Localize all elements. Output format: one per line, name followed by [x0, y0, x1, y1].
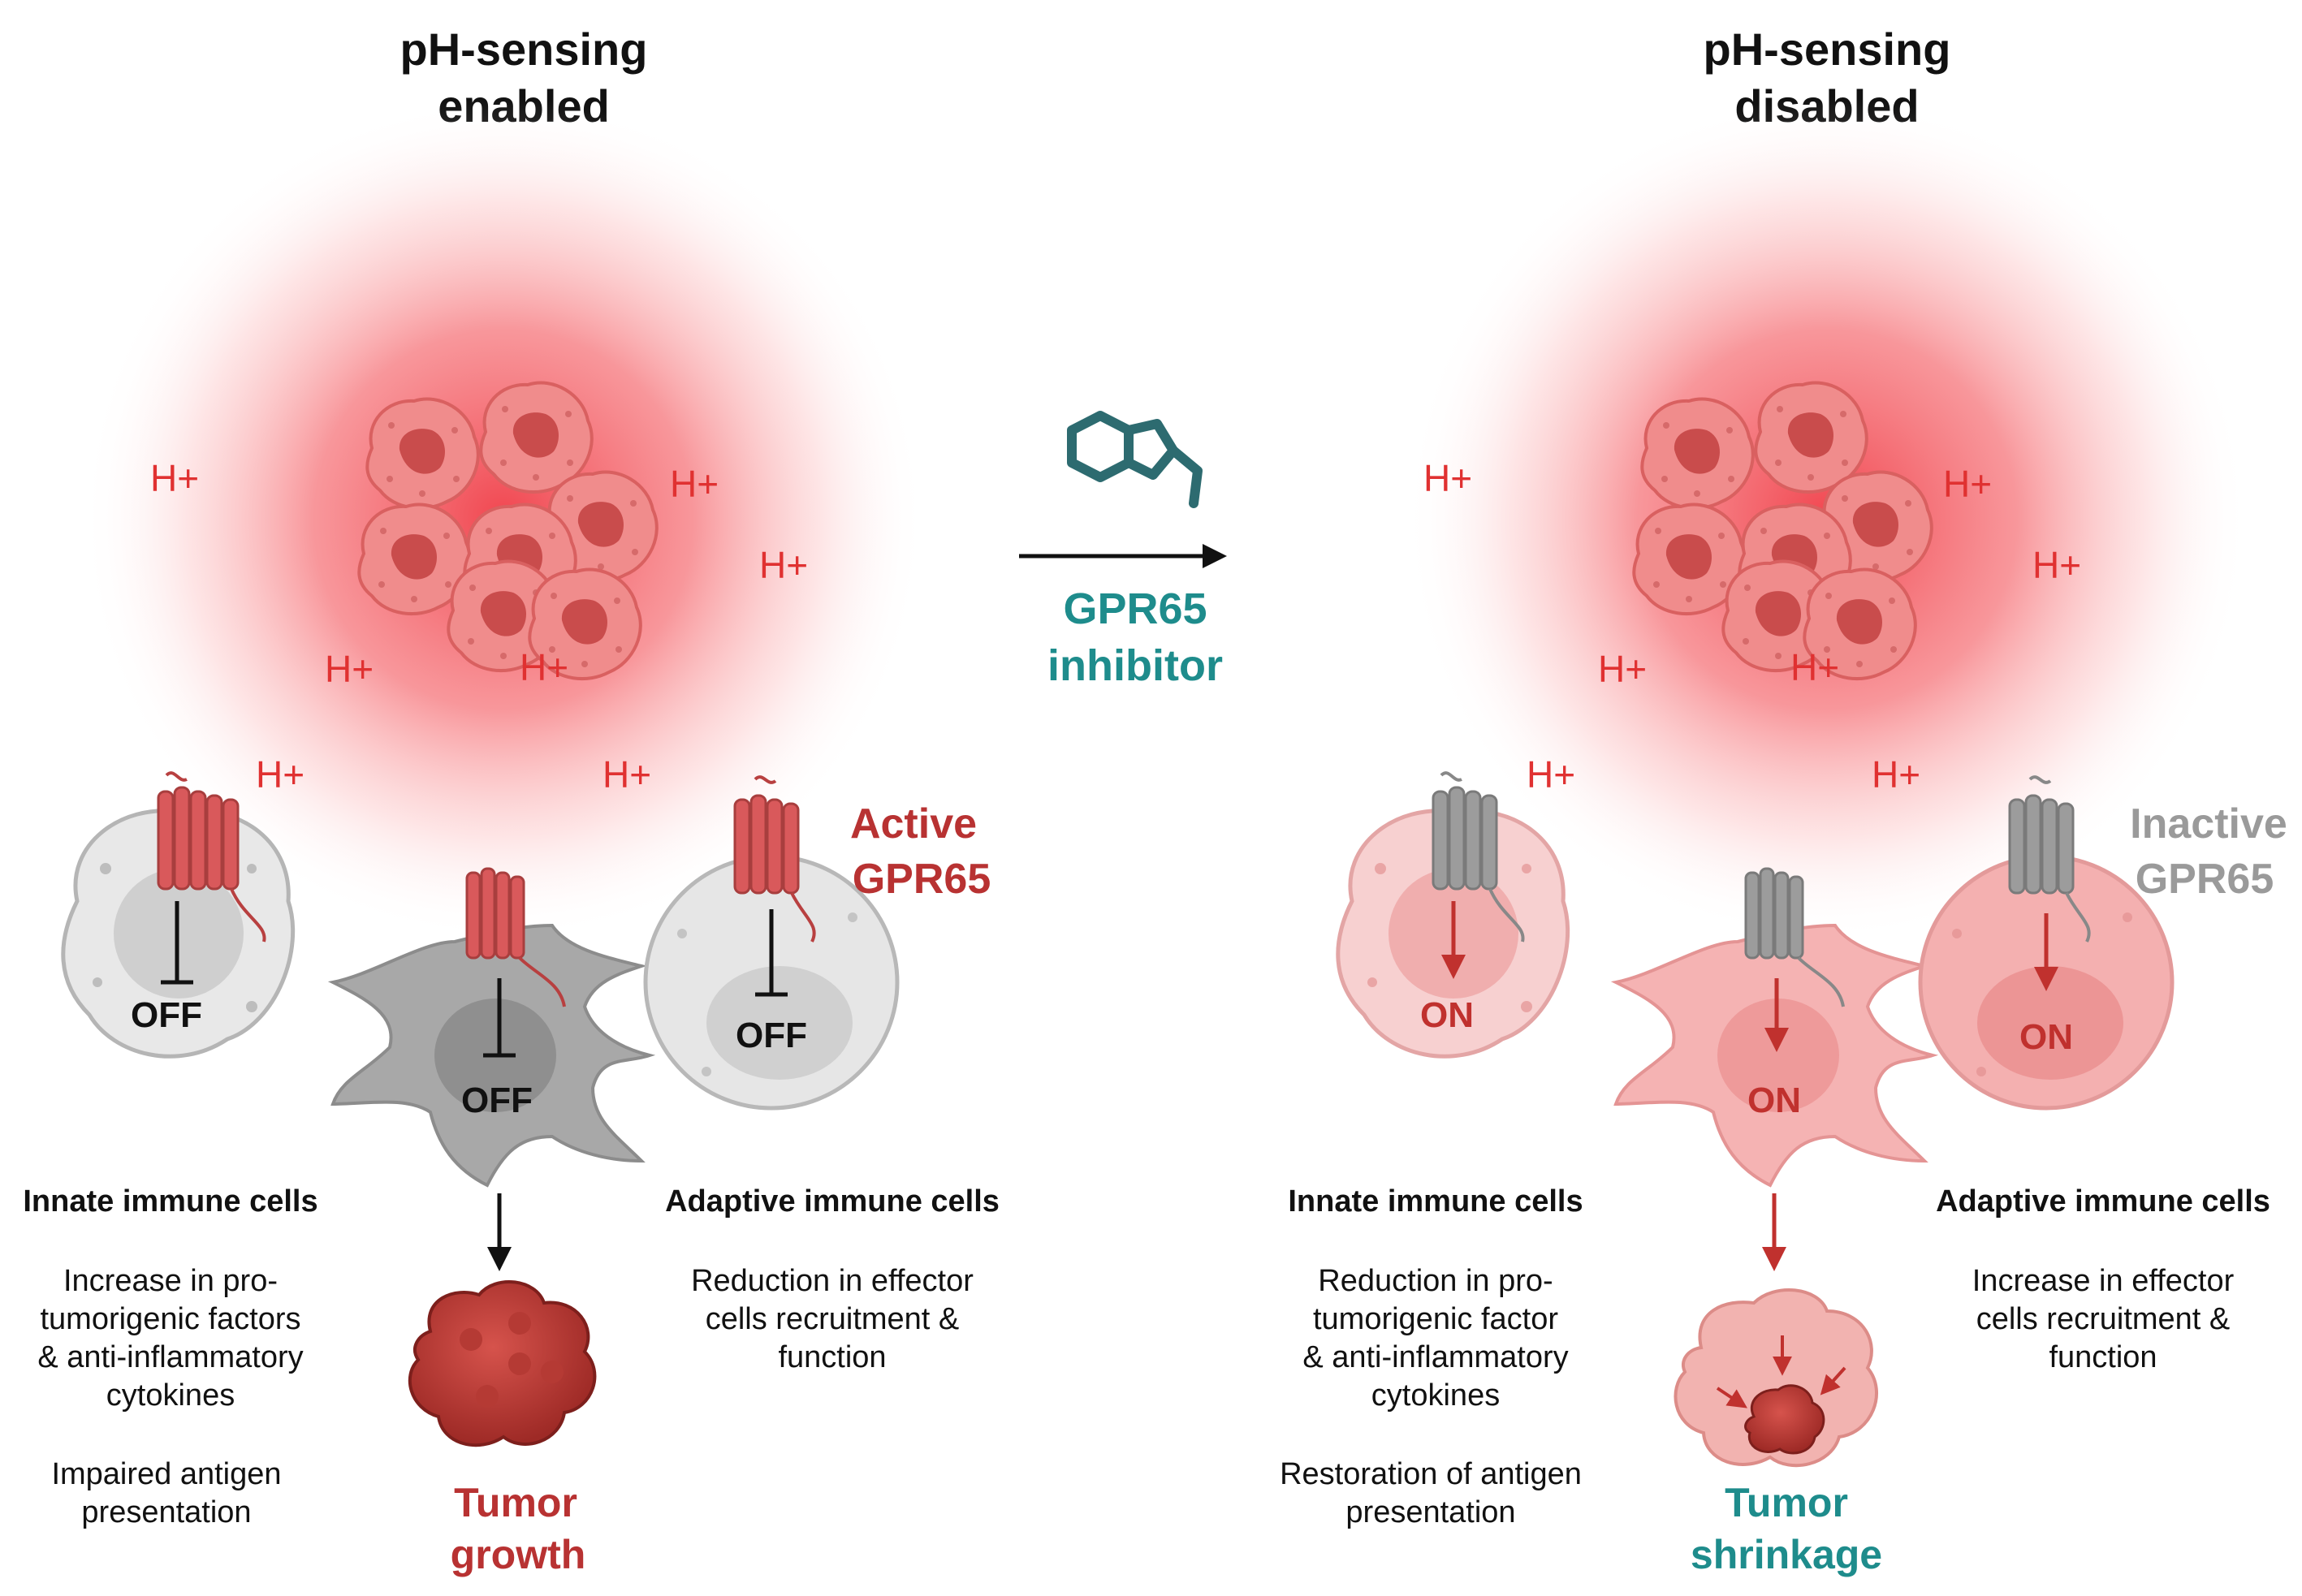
svg-text:Increase in effector: Increase in effector: [1972, 1264, 2235, 1298]
outcome-line1-left: Tumor: [454, 1480, 577, 1525]
proton-label: H+: [602, 753, 651, 796]
proton-label: H+: [256, 753, 304, 796]
center-treatment: GPR65 inhibitor: [1019, 411, 1227, 690]
adaptive-heading-right: Adaptive immune cells: [1936, 1184, 2270, 1219]
state-label-on: ON: [1747, 1081, 1801, 1120]
proton-label: H+: [1872, 753, 1920, 796]
outcome-line1-right: Tumor: [1725, 1480, 1848, 1525]
svg-text:cytokines: cytokines: [106, 1378, 235, 1413]
inhibitor-molecule-icon: [1067, 411, 1203, 508]
left-title-line1: pH-sensing: [400, 24, 648, 75]
adaptive-description-right: Increase in effector cells recruitment &…: [1972, 1264, 2235, 1374]
proton-labels-left: H+ H+ H+ H+ H+ H+ H+: [150, 457, 808, 796]
state-label-on: ON: [2019, 1017, 2073, 1057]
inhibition-symbol: [483, 978, 516, 1058]
left-panel: pH-sensing enabled H+ H+ H+ H+ H+ H+ H+: [23, 24, 1000, 1577]
dendritic-cell-right: [1610, 923, 1939, 1188]
svg-text:& anti-inflammatory: & anti-inflammatory: [1302, 1340, 1568, 1374]
svg-text:Reduction in pro-: Reduction in pro-: [1318, 1264, 1553, 1298]
receptor-label-line1: Inactive: [2130, 800, 2287, 848]
svg-text:& anti-inflammatory: & anti-inflammatory: [37, 1340, 303, 1374]
inhibition-symbol: [161, 901, 193, 985]
right-title-line1: pH-sensing: [1704, 24, 1951, 75]
svg-text:Reduction in effector: Reduction in effector: [691, 1264, 974, 1298]
svg-text:function: function: [2049, 1340, 2157, 1374]
state-label-off: OFF: [131, 995, 202, 1035]
proton-label: H+: [150, 457, 199, 499]
proton-label: H+: [670, 463, 719, 505]
proton-label: H+: [520, 646, 568, 688]
proton-label: H+: [1598, 648, 1647, 690]
outcome-line2-left: growth: [451, 1532, 586, 1577]
proton-label: H+: [1943, 463, 1992, 505]
proton-labels-right: H+ H+ H+ H+ H+ H+ H+: [1423, 457, 2081, 796]
innate-heading-left: Innate immune cells: [23, 1184, 317, 1219]
gpr65-receptor-inactive-icon: [1432, 771, 1525, 943]
adaptive-heading-left: Adaptive immune cells: [665, 1184, 1000, 1219]
proton-label: H+: [1423, 457, 1472, 499]
innate-description-left: Increase in pro- tumorigenic factors & a…: [37, 1264, 303, 1529]
svg-text:tumorigenic factors: tumorigenic factors: [40, 1302, 300, 1336]
innate-heading-right: Innate immune cells: [1288, 1184, 1583, 1219]
state-label-off: OFF: [461, 1081, 533, 1120]
receptor-label-line2: GPR65: [2136, 856, 2274, 903]
inhibitor-label-line1: GPR65: [1063, 584, 1207, 633]
state-label-on: ON: [1420, 995, 1474, 1035]
inhibitor-label-line2: inhibitor: [1047, 641, 1223, 690]
proton-label: H+: [1527, 753, 1575, 796]
svg-text:tumorigenic factor: tumorigenic factor: [1313, 1302, 1558, 1336]
receptor-label-line1: Active: [850, 800, 977, 848]
right-panel: pH-sensing disabled H+ H+ H+ H+ H+ H+ H+: [1280, 24, 2287, 1577]
receptor-label-line2: GPR65: [853, 856, 991, 903]
shrinking-tumor-icon: [1674, 1288, 1878, 1468]
state-label-off: OFF: [736, 1016, 807, 1055]
svg-text:Impaired antigen: Impaired antigen: [51, 1457, 281, 1491]
svg-text:presentation: presentation: [1345, 1495, 1515, 1529]
svg-text:presentation: presentation: [81, 1495, 251, 1529]
svg-text:function: function: [778, 1340, 886, 1374]
large-tumor-icon: [408, 1280, 597, 1447]
outcome-line2-right: shrinkage: [1691, 1532, 1882, 1577]
proton-label: H+: [325, 648, 374, 690]
svg-text:cells recruitment &: cells recruitment &: [1976, 1302, 2231, 1336]
adaptive-description-left: Reduction in effector cells recruitment …: [691, 1264, 974, 1374]
svg-text:cytokines: cytokines: [1371, 1378, 1500, 1413]
gpr65-receptor-inactive-icon: [1744, 867, 1845, 1007]
gpr65-receptor-inactive-icon: [2008, 775, 2091, 943]
svg-text:Restoration of antigen: Restoration of antigen: [1280, 1457, 1582, 1491]
proton-label: H+: [2032, 544, 2081, 586]
gpr65-receptor-active-icon: [465, 867, 566, 1007]
gpr65-receptor-active-icon: [157, 771, 266, 943]
inhibition-symbol: [755, 909, 788, 997]
proton-label: H+: [759, 544, 808, 586]
innate-description-right: Reduction in pro- tumorigenic factor & a…: [1280, 1264, 1582, 1529]
proton-label: H+: [1790, 646, 1839, 688]
svg-text:cells recruitment &: cells recruitment &: [706, 1302, 960, 1336]
gpr65-receptor-active-icon: [733, 775, 816, 943]
svg-text:Increase in pro-: Increase in pro-: [63, 1264, 278, 1298]
